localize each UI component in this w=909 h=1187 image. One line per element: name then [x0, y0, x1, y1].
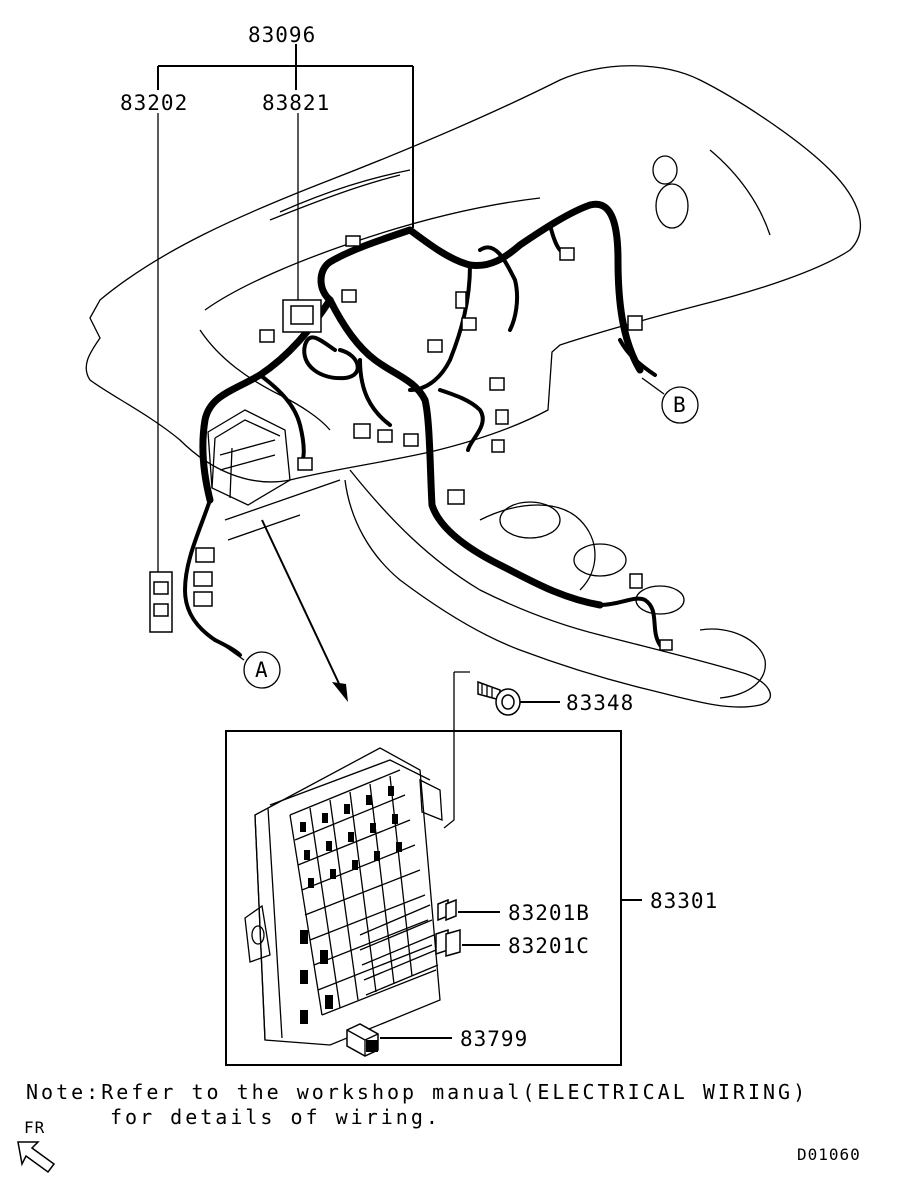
label-relay: 83821: [262, 91, 330, 115]
label-junction-block: 83301: [650, 889, 718, 913]
arrow-forward-icon: [17, 1141, 56, 1174]
callout-a: A: [215, 639, 281, 689]
relay-small-part: [346, 1023, 452, 1057]
fuse-c-part: [435, 928, 500, 957]
svg-text:A: A: [255, 658, 269, 682]
fuse-b-part: [437, 898, 500, 922]
callout-b: B: [641, 377, 699, 424]
svg-text:B: B: [673, 393, 687, 417]
dashboard-outline: [85, 65, 862, 708]
note-line-2: for details of wiring.: [110, 1105, 441, 1129]
label-fuse-c: 83201C: [508, 934, 590, 958]
harness-connectors: [149, 235, 673, 651]
label-relay-small: 83799: [460, 1027, 528, 1051]
direction-indicator: FR: [17, 1118, 56, 1174]
note-line-1: Note:Refer to the workshop manual(ELECTR…: [26, 1080, 808, 1104]
label-harness-main: 83096: [248, 23, 316, 47]
label-harness-left: 83202: [120, 91, 188, 115]
detail-box: [225, 730, 622, 1066]
junction-block-installed: [207, 409, 291, 506]
wiring-harness: [183, 200, 662, 657]
junction-block-detail: [244, 747, 443, 1046]
left-connector-block: [149, 571, 173, 633]
detail-arrow: [261, 519, 348, 702]
label-bolt: 83348: [566, 691, 634, 715]
label-fuse-b: 83201B: [508, 901, 590, 925]
direction-label: FR: [24, 1118, 45, 1137]
top-leader-lines: [157, 44, 414, 572]
diagram-code: D01060: [797, 1145, 861, 1164]
bolt-part: [443, 671, 560, 829]
